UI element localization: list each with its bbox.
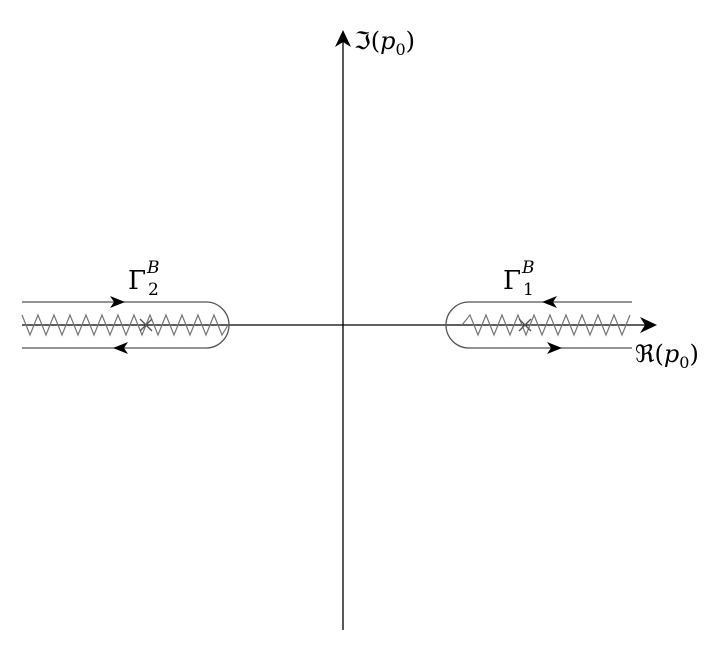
right-branch-cut — [461, 313, 631, 337]
imaginary-axis-label: ℑ(p0) — [354, 27, 416, 58]
right-contour-upper-arrow — [542, 296, 557, 308]
imaginary-axis-arrowhead — [335, 30, 351, 47]
contour-label-gamma1: Γ B 1 — [503, 260, 547, 302]
contour-label-gamma2: Γ B 2 — [128, 260, 172, 302]
imaginary-variable-subscript: 0 — [395, 40, 406, 59]
real-close-paren: ) — [689, 340, 699, 368]
right-contour — [445, 301, 632, 349]
imaginary-variable: p — [380, 27, 396, 55]
gamma1-base: Γ — [503, 266, 522, 296]
left-contour-upper-arrow — [110, 296, 125, 308]
left-contour — [22, 301, 230, 349]
real-variable-subscript: 0 — [679, 353, 690, 372]
imaginary-close-paren: ) — [405, 27, 416, 55]
gamma1-subscript: 1 — [523, 280, 534, 300]
gamma1-superscript: B — [522, 258, 535, 278]
left-pole-marker — [139, 318, 153, 332]
real-open-paren: ( — [654, 340, 664, 368]
gamma2-superscript: B — [147, 258, 160, 278]
right-pole-marker — [518, 318, 532, 332]
left-branch-cut — [21, 313, 229, 337]
gamma2-base: Γ — [128, 266, 147, 296]
right-contour-lower-arrow — [547, 342, 562, 354]
imaginary-part-symbol: ℑ — [354, 27, 371, 55]
real-axis-arrowhead — [640, 317, 657, 333]
real-axis-label: ℜ(p0) — [635, 340, 699, 371]
left-contour-lower-arrow — [113, 342, 128, 354]
real-variable: p — [663, 340, 680, 368]
real-part-symbol: ℜ — [635, 340, 655, 368]
gamma2-subscript: 2 — [148, 280, 159, 300]
imaginary-open-paren: ( — [370, 27, 381, 55]
